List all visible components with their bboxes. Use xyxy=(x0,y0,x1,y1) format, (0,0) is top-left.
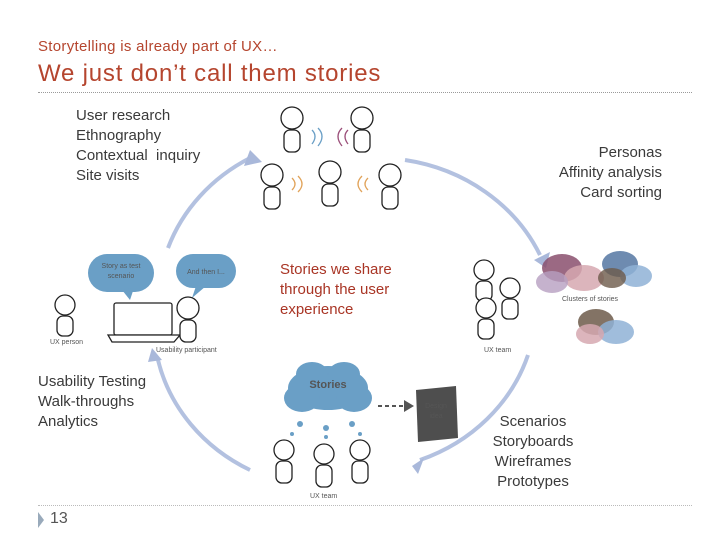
research-item: Site visits xyxy=(76,167,140,184)
clusters-of-stories-illustration xyxy=(536,251,652,344)
stories-cloud-label: Stories xyxy=(309,379,346,391)
title-divider xyxy=(38,92,692,93)
analysis-methods-list: Personas Affinity analysis Card sorting xyxy=(559,143,662,203)
slide-title: We just don’t call them stories xyxy=(38,60,382,87)
center-line: through the user xyxy=(280,281,390,298)
analysis-item: Affinity analysis xyxy=(558,164,662,181)
usability-participant-label: Usability participant xyxy=(156,347,217,354)
analysis-item: Card sorting xyxy=(580,184,662,201)
bubble-right-label: And then I... xyxy=(187,269,225,276)
page-number: 13 xyxy=(50,510,68,527)
page-marker-icon xyxy=(38,512,44,528)
design-idea-line2: idea xyxy=(429,413,442,420)
research-item: Ethnography xyxy=(76,127,162,144)
analysis-item: Personas xyxy=(598,144,662,161)
footer-divider xyxy=(38,505,692,506)
testing-item: Usability Testing xyxy=(38,373,147,390)
stories-cloud xyxy=(284,362,372,439)
bubble-left-line1: Story as test xyxy=(102,263,141,270)
design-item: Scenarios xyxy=(499,413,567,430)
testing-item: Walk-throughs xyxy=(38,393,135,410)
design-item: Wireframes xyxy=(494,453,572,470)
ux-team-bottom-label: UX team xyxy=(310,493,337,500)
design-idea-line1: Design xyxy=(425,403,447,410)
ux-team-right-label: UX team xyxy=(484,347,511,354)
design-idea-document xyxy=(416,386,458,442)
interview-people-illustration xyxy=(260,106,402,210)
design-item: Prototypes xyxy=(497,473,569,490)
center-line: Stories we share xyxy=(280,261,392,278)
center-statement: Stories we share through the user experi… xyxy=(280,260,392,320)
ux-person-label: UX person xyxy=(50,339,83,346)
design-artifacts-list: Scenarios Storyboards Wireframes Prototy… xyxy=(482,412,584,492)
bubble-left-line2: scenario xyxy=(108,273,135,280)
ux-team-bottom-illustration xyxy=(273,439,371,488)
stories-to-design-arrow xyxy=(378,400,414,412)
slide-kicker: Storytelling is already part of UX… xyxy=(38,38,278,55)
research-item: User research xyxy=(76,107,171,124)
usability-test-illustration xyxy=(54,254,236,343)
center-line: experience xyxy=(280,301,354,318)
research-item: Contextual inquiry xyxy=(76,147,201,164)
cycle-arrows xyxy=(156,156,542,472)
testing-item: Analytics xyxy=(38,413,99,430)
testing-methods-list: Usability Testing Walk-throughs Analytic… xyxy=(38,372,146,432)
research-methods-list: User research Ethnography Contextual inq… xyxy=(76,106,200,186)
design-item: Storyboards xyxy=(492,433,574,450)
clusters-label: Clusters of stories xyxy=(562,296,619,303)
ux-team-right-illustration xyxy=(473,259,521,340)
